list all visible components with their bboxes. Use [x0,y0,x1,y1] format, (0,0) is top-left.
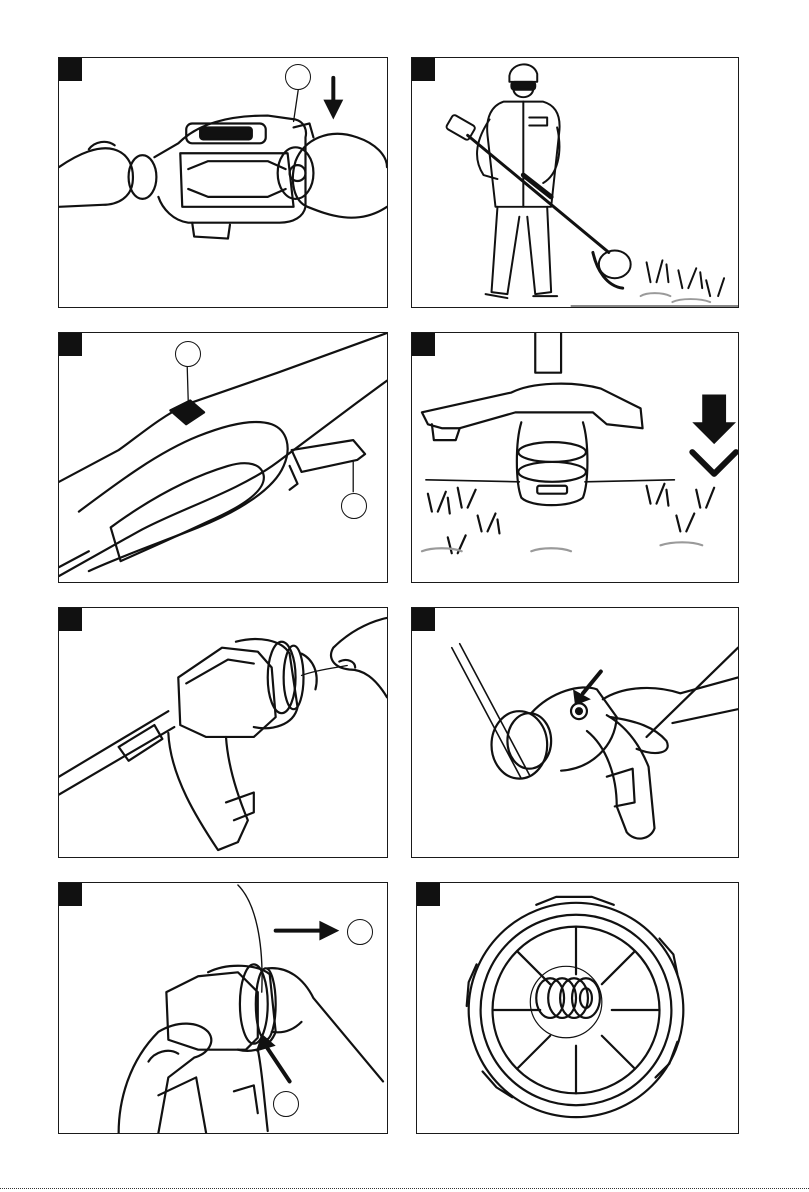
step-marker [59,608,82,631]
page-edge-dotted-line [0,1188,809,1189]
bump-feed-illustration [412,333,738,582]
step-marker [59,58,82,81]
step-marker [59,333,82,356]
callout-circle [347,919,373,945]
callout-circle [341,493,367,519]
panel-winding-spool [58,882,388,1134]
panel-threading-line [58,607,388,858]
spool-cover-illustration [417,883,738,1133]
step-marker [59,883,82,906]
panel-trigger-handle [58,332,388,583]
callout-circle [285,64,311,90]
step-marker [412,58,435,81]
step-marker [417,883,440,906]
threading-line-illustration [59,608,387,857]
step-marker [412,333,435,356]
panel-bump-feed [411,332,739,583]
winding-spool-illustration [59,883,387,1133]
callout-circle [273,1091,299,1117]
panel-operator-trimming [411,57,739,308]
panel-spool-cover [416,882,739,1134]
panel-battery-insert [58,57,388,308]
battery-insert-illustration [59,58,387,307]
trigger-handle-illustration [59,333,387,582]
callout-circle [175,341,201,367]
operator-trimming-illustration [412,58,738,307]
panel-pressing-head [411,607,739,858]
pressing-head-illustration [412,608,738,857]
step-marker [412,608,435,631]
